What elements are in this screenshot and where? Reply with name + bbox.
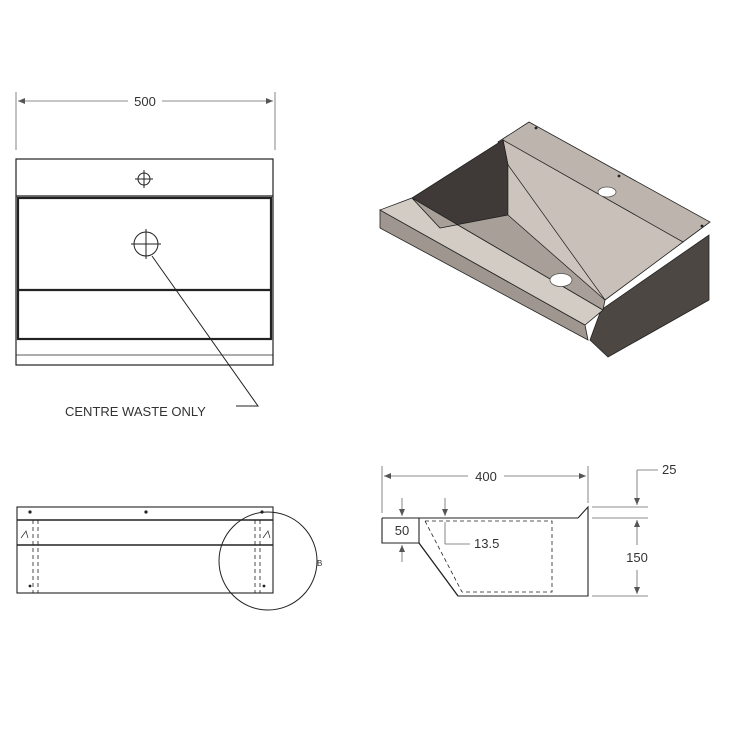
- tap-hole-icon: [135, 170, 153, 188]
- iso-fixing-hole-icon: [617, 174, 621, 178]
- offset-dimension: [442, 498, 470, 545]
- height-dimension-label: 150: [626, 550, 648, 565]
- height-dimension: [592, 520, 648, 597]
- section-profile: [381, 505, 589, 597]
- basin-side-face: [589, 234, 710, 358]
- width-dimension-label: 500: [134, 94, 156, 109]
- detail-label: B: [317, 559, 322, 568]
- iso-waste-hole-icon: [549, 273, 573, 287]
- waste-callout-label: CENTRE WASTE ONLY: [65, 404, 206, 419]
- width-dimension-500: [15, 92, 276, 150]
- iso-fixing-hole-icon: [534, 126, 538, 130]
- offset-dimension-label: 13.5: [474, 536, 499, 551]
- front-view: [16, 506, 318, 611]
- sink-plan-outline: [15, 158, 274, 366]
- waste-hole-icon: [131, 229, 161, 259]
- depth-dimension-label: 50: [395, 523, 409, 538]
- side-section-view: 400 25 150 50 13.5: [381, 462, 676, 597]
- iso-fixing-hole-icon: [700, 224, 704, 228]
- isometric-view: [379, 121, 711, 358]
- upstand-dimension-label: 25: [662, 462, 676, 477]
- detail-circle: [218, 511, 318, 611]
- section-width-dimension: [381, 466, 589, 513]
- waste-callout-leader: [151, 255, 259, 407]
- top-view: 500 CENTRE WASTE ONLY: [15, 92, 276, 419]
- iso-tap-hole-icon: [597, 186, 617, 198]
- section-width-label: 400: [475, 469, 497, 484]
- basin-slope: [507, 164, 606, 301]
- upstand-dimension: [592, 469, 658, 519]
